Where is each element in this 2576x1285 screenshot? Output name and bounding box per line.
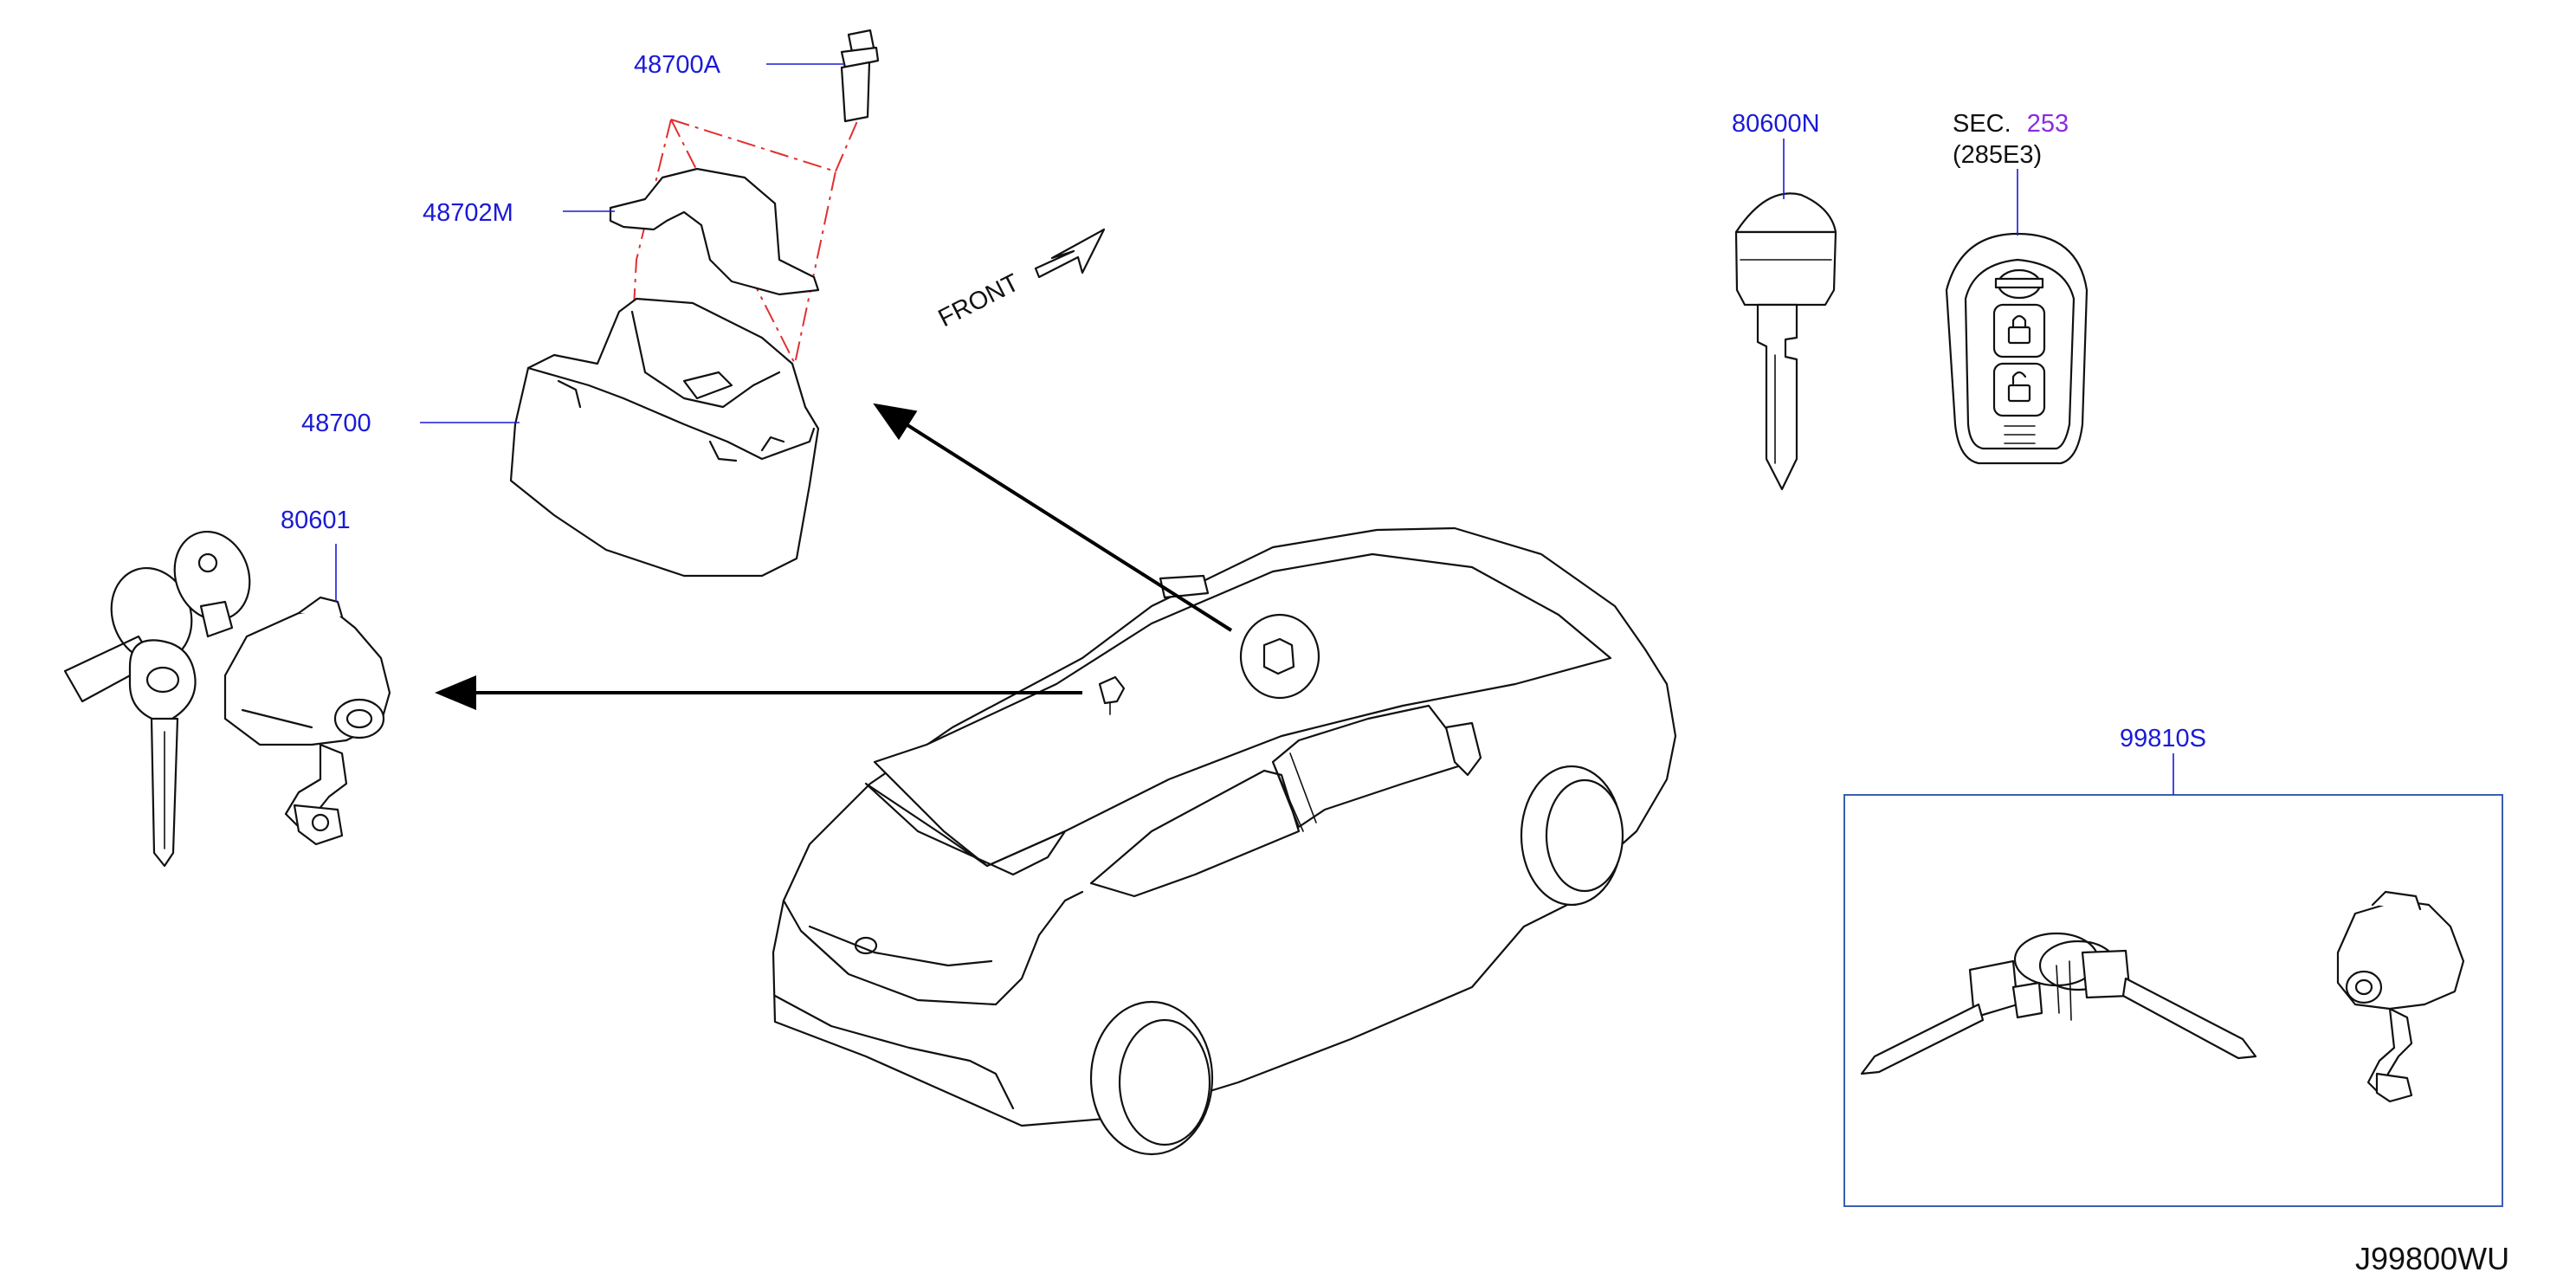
- mechanical-key: [1734, 192, 1837, 491]
- steering-lock-body-drawing: [509, 297, 820, 578]
- part-number-48702m: 48702M: [423, 199, 513, 227]
- part-number-80600n: 80600N: [1732, 110, 1820, 138]
- steering-lock-pointer-arrow: [873, 403, 1233, 632]
- lock-icon: [2007, 314, 2031, 345]
- key-set-kit-cylinder: [2336, 890, 2465, 1103]
- front-label: FRONT: [934, 268, 1024, 333]
- part-number-99810s: 99810S: [2120, 725, 2206, 752]
- steering-lock-assembly: [509, 29, 880, 578]
- part-number-48700a: 48700A: [634, 51, 721, 79]
- part-number-80601: 80601: [281, 507, 351, 534]
- steering-lock-callout-bubble: [1239, 613, 1320, 700]
- door-lock-location-marker: [1098, 675, 1126, 705]
- section-prefix: SEC.: [1953, 110, 2011, 138]
- front-direction-arrow-icon: [1034, 228, 1106, 279]
- vehicle-illustration: [772, 526, 1677, 1156]
- section-reference: SEC. 253: [1953, 110, 2069, 138]
- unlock-icon: [2007, 371, 2031, 403]
- diagram-id: J99800WU: [2355, 1241, 2509, 1276]
- door-lock-cylinder-set: [63, 530, 391, 868]
- part-number-48700: 48700: [301, 410, 371, 437]
- shear-bolt-drawing: [840, 29, 880, 123]
- clamp-bracket-drawing: [609, 167, 820, 296]
- section-subref: (285E3): [1953, 141, 2042, 169]
- key-set-kit-keys: [1860, 932, 2257, 1075]
- intelligent-key-icon: [1945, 232, 2089, 465]
- front-direction-indicator: FRONT: [934, 228, 1106, 333]
- section-number-link[interactable]: 253: [2027, 110, 2069, 138]
